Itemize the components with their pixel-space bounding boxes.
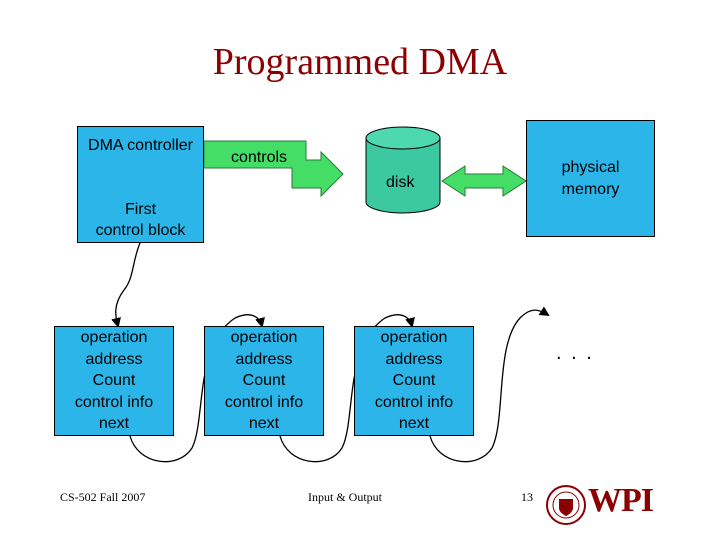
dma-controller-label: DMA controller — [88, 137, 193, 154]
physical-memory-label: physical memory — [561, 158, 620, 198]
field-operation: operation — [380, 329, 448, 347]
control-block-1: operation address Count control info nex… — [54, 326, 174, 436]
dma-controller-box: DMA controller — [77, 126, 204, 243]
first-control-block-label: First control block — [95, 201, 186, 239]
field-control-info: control info — [74, 393, 154, 411]
field-address: address — [385, 350, 443, 368]
footer-topic: Input & Output — [308, 490, 382, 504]
first-block-connector — [111, 242, 141, 328]
footer-page-number: 13 — [521, 490, 533, 504]
control-block-3: operation address Count control info nex… — [354, 326, 474, 436]
field-address: address — [235, 350, 293, 368]
disk-label: disk — [386, 174, 415, 191]
next-connector-1 — [129, 314, 265, 463]
disk-memory-arrow — [441, 165, 527, 197]
wpi-logo-text: WPI — [588, 482, 654, 519]
field-operation: operation — [230, 329, 298, 347]
field-operation: operation — [80, 329, 148, 347]
controls-label: controls — [231, 149, 288, 166]
next-connector-3 — [429, 306, 550, 463]
field-control-info: control info — [224, 393, 304, 411]
field-next: next — [398, 415, 430, 433]
field-address: address — [85, 350, 143, 368]
next-connector-2 — [279, 314, 415, 463]
slide-title: Programmed DMA — [212, 41, 508, 83]
controls-arrow — [203, 140, 344, 198]
field-control-info: control info — [374, 393, 454, 411]
physical-memory-box: physical memory — [526, 120, 655, 237]
wpi-seal-icon — [546, 485, 586, 525]
control-block-2: operation address Count control info nex… — [204, 326, 324, 436]
field-next: next — [248, 415, 280, 433]
field-count: Count — [92, 372, 136, 390]
field-next: next — [98, 415, 130, 433]
field-count: Count — [392, 372, 436, 390]
disk-cylinder — [365, 126, 441, 214]
ellipsis: . . . — [556, 342, 594, 364]
footer-course: CS-502 Fall 2007 — [60, 490, 146, 504]
field-count: Count — [242, 372, 286, 390]
